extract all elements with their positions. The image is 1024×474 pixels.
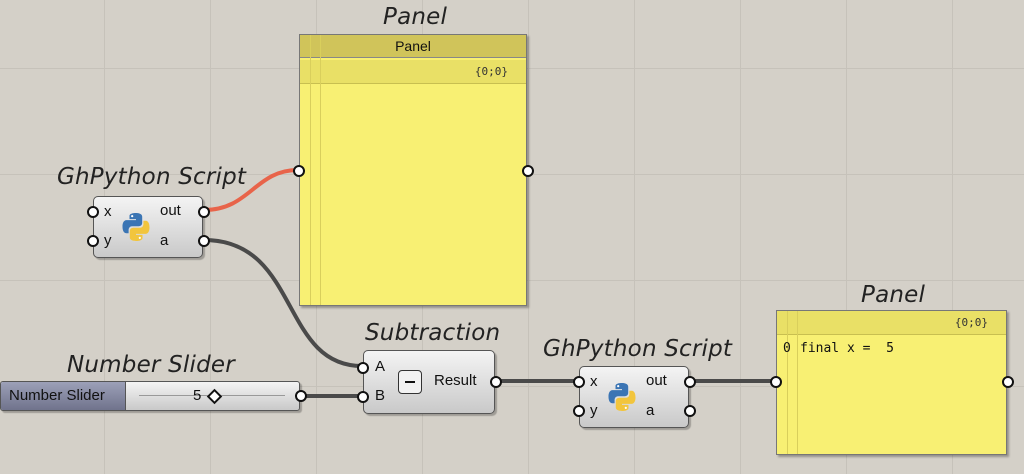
panel-bottom-path: {0;0} <box>777 311 1006 335</box>
pin-panel-bottom-output[interactable] <box>1002 376 1014 388</box>
pin-input-x[interactable] <box>87 206 99 218</box>
input-y[interactable]: y <box>590 402 598 419</box>
pin-output-a[interactable] <box>198 235 210 247</box>
wire-python-a-to-subtraction-a[interactable] <box>203 238 363 368</box>
minus-icon <box>398 370 422 394</box>
pin-panel-top-output[interactable] <box>522 165 534 177</box>
pin-output-result[interactable] <box>490 376 502 388</box>
pin-input-x[interactable] <box>573 376 585 388</box>
input-b[interactable]: B <box>375 387 386 404</box>
pin-input-a[interactable] <box>357 362 369 374</box>
python-top-label: GhPython Script <box>57 164 247 190</box>
pin-input-b[interactable] <box>357 391 369 403</box>
slider-grip[interactable] <box>206 388 223 405</box>
pin-output-out[interactable] <box>684 376 696 388</box>
input-a[interactable]: A <box>375 358 386 375</box>
output-out[interactable]: out <box>160 202 181 219</box>
slider-name: Number Slider <box>9 387 105 404</box>
panel-bottom-text: final x = 5 <box>800 341 894 356</box>
panel-top[interactable]: Panel {0;0} <box>293 34 534 306</box>
subtraction-component[interactable]: A B Result <box>357 350 502 414</box>
wire-python-out-to-panel[interactable] <box>203 168 299 212</box>
output-a[interactable]: a <box>646 402 655 419</box>
number-slider[interactable]: Number Slider 5 <box>0 381 307 411</box>
panel-bottom-gutter <box>787 311 788 454</box>
slider-name-box[interactable]: Number Slider <box>1 382 126 410</box>
panel-top-path: {0;0} <box>300 60 526 84</box>
output-result[interactable]: Result <box>434 372 477 389</box>
output-out[interactable]: out <box>646 372 667 389</box>
subtraction-label: Subtraction <box>365 320 501 346</box>
number-slider-label: Number Slider <box>67 352 235 378</box>
panel-bottom[interactable]: {0;0} 0 final x = 5 <box>770 310 1014 455</box>
input-x[interactable]: x <box>104 203 112 220</box>
input-x[interactable]: x <box>590 373 598 390</box>
panel-top-label: Panel <box>383 4 448 30</box>
pin-input-y[interactable] <box>87 235 99 247</box>
python-script-bottom[interactable]: x y out a <box>573 366 696 428</box>
pin-output-out[interactable] <box>198 206 210 218</box>
python-logo-icon <box>608 383 636 411</box>
panel-top-gutter <box>310 35 311 305</box>
python-script-top[interactable]: x y out a <box>87 196 210 258</box>
python-logo-icon <box>122 213 150 241</box>
pin-panel-bottom-input[interactable] <box>770 376 782 388</box>
panel-bottom-label: Panel <box>861 282 926 308</box>
input-y[interactable]: y <box>104 232 112 249</box>
panel-top-gutter-2 <box>320 35 321 305</box>
pin-input-y[interactable] <box>573 405 585 417</box>
python-bottom-label: GhPython Script <box>543 336 733 362</box>
slider-value: 5 <box>193 387 202 404</box>
output-a[interactable]: a <box>160 232 169 249</box>
panel-bottom-index: 0 <box>783 341 791 356</box>
panel-top-header: Panel <box>300 35 526 58</box>
pin-panel-top-input[interactable] <box>293 165 305 177</box>
pin-slider-output[interactable] <box>295 390 307 402</box>
pin-output-a[interactable] <box>684 405 696 417</box>
panel-bottom-gutter-2 <box>797 311 798 454</box>
